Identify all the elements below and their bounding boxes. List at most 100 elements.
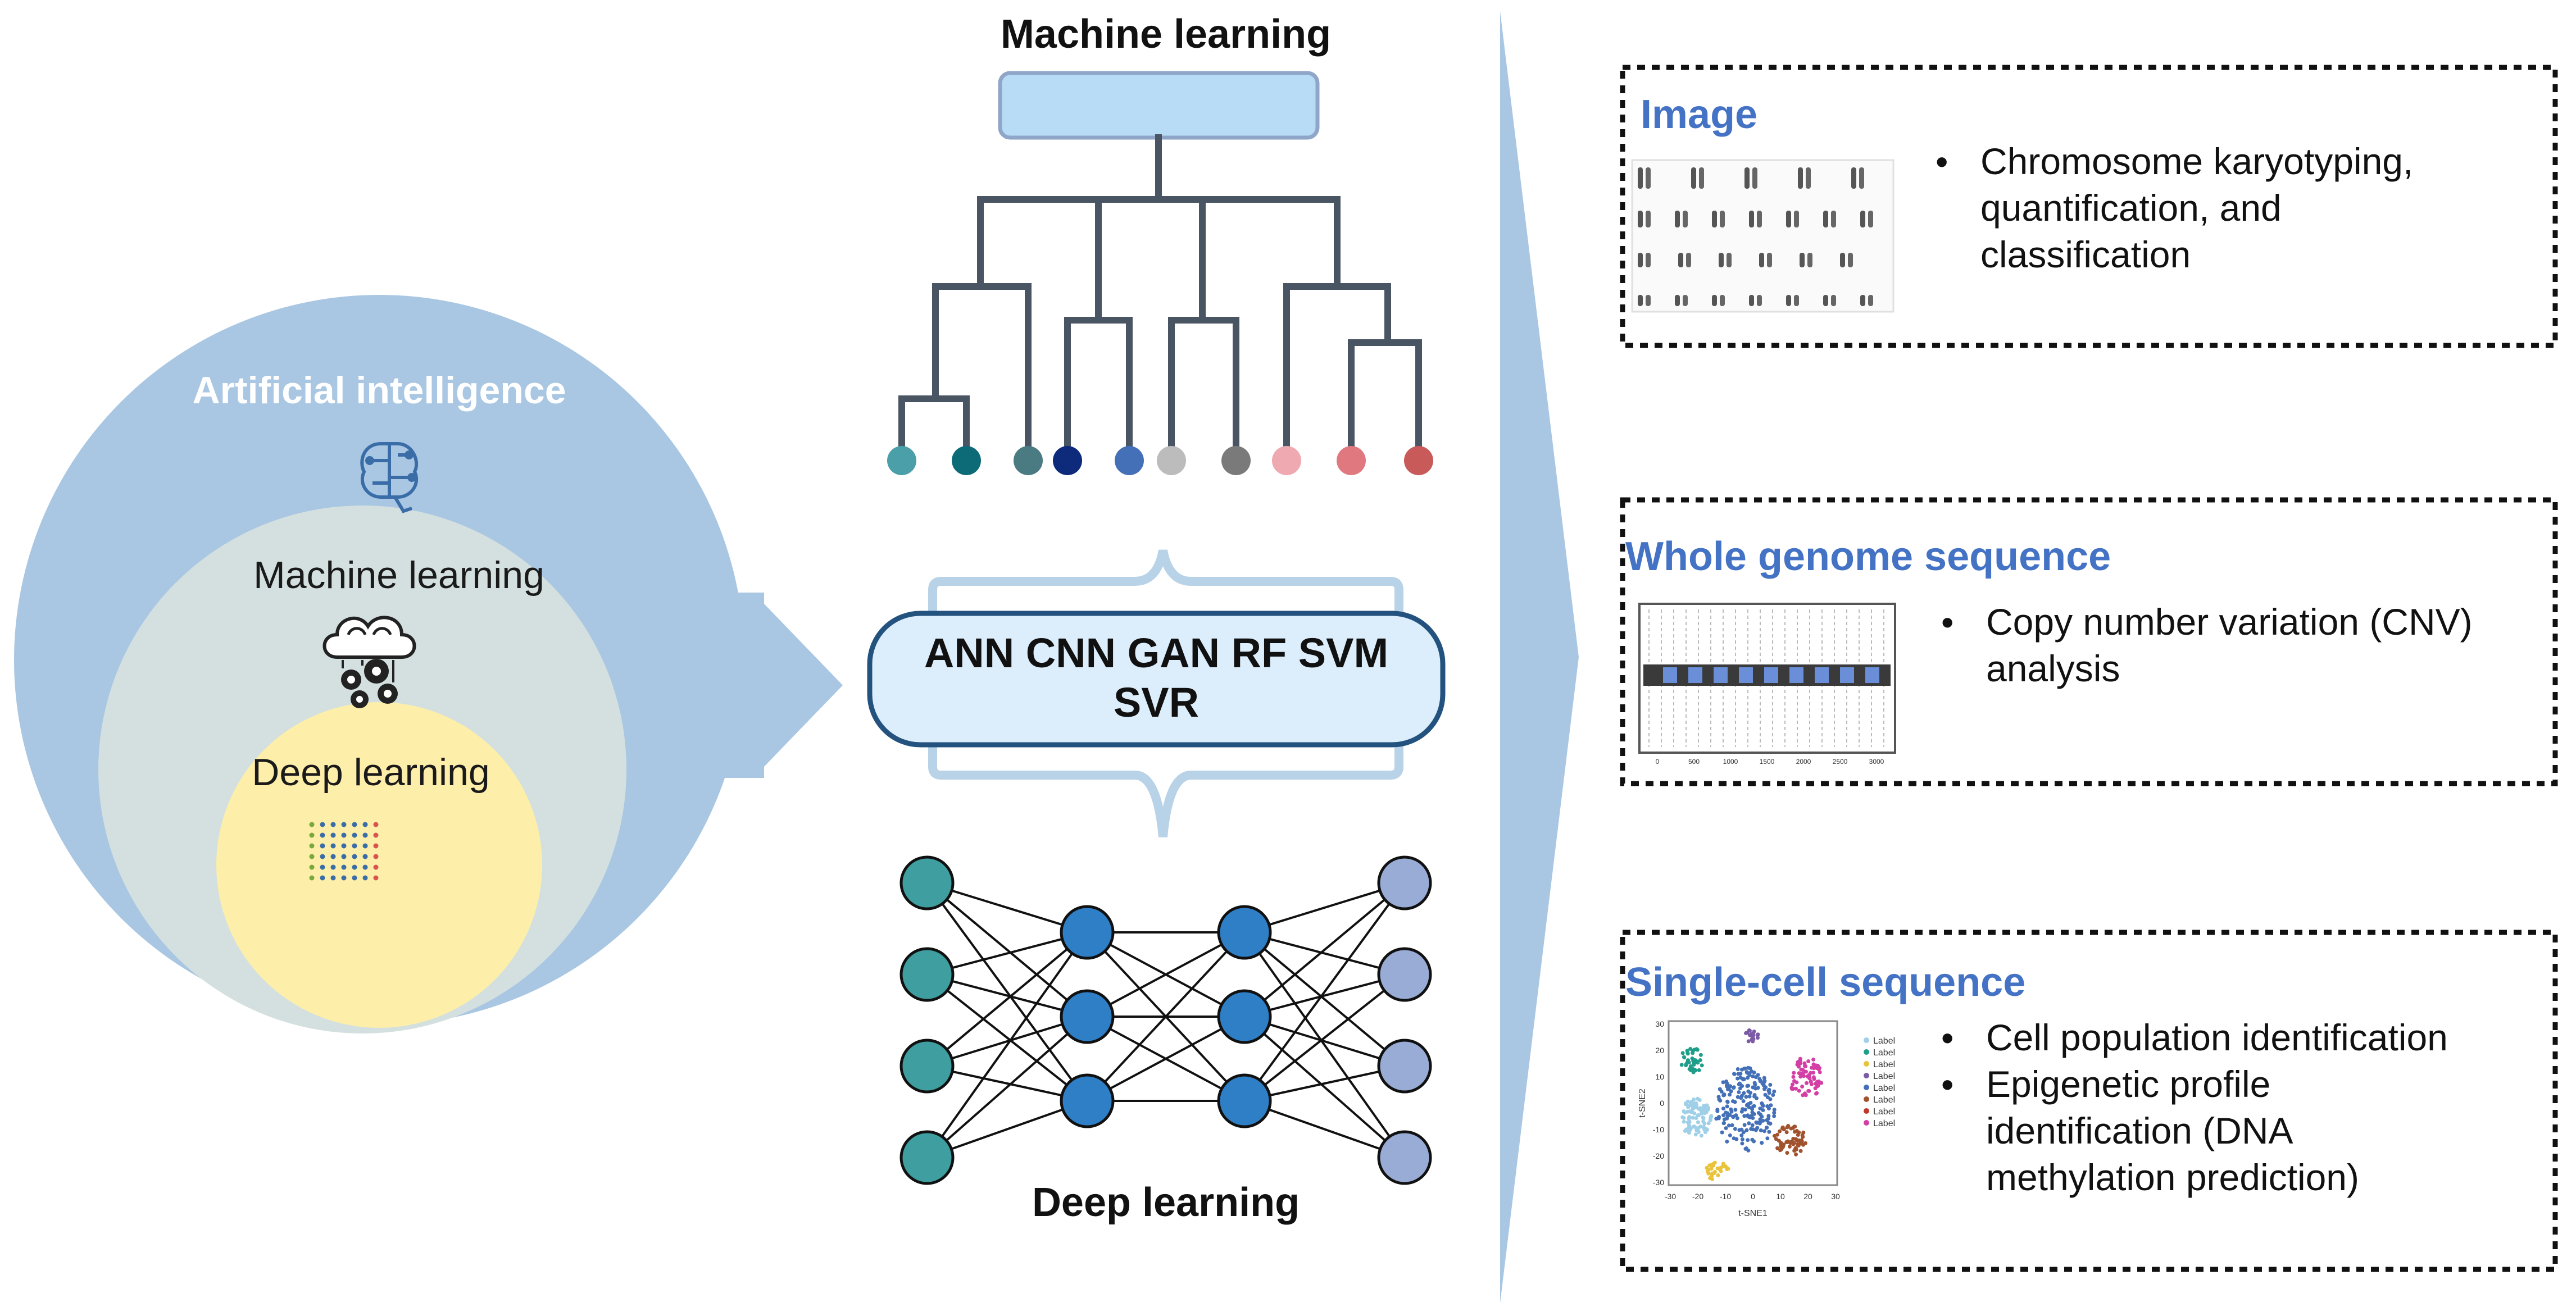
grid-dot [309, 864, 315, 870]
tsne-point [1740, 1083, 1744, 1088]
tsne-point [1812, 1077, 1816, 1081]
tsne-point [1702, 1111, 1707, 1115]
tsne-point [1690, 1110, 1694, 1114]
tsne-point [1687, 1060, 1691, 1064]
cnv-tick: 1500 [1760, 758, 1775, 766]
panel-title: Image [1641, 92, 1757, 137]
network-edge [926, 1065, 1088, 1102]
tsne-point [1735, 1076, 1740, 1081]
decision-tree [898, 134, 1422, 461]
grid-dot [320, 864, 325, 870]
tsne-ytick: -20 [1653, 1151, 1664, 1160]
tsne-xtick: -20 [1692, 1192, 1703, 1201]
tsne-point [1700, 1111, 1704, 1115]
tsne-point [1692, 1048, 1696, 1052]
tsne-point [1738, 1072, 1743, 1076]
chromosome [1806, 167, 1811, 189]
tsne-point [1716, 1095, 1721, 1099]
chromosome [1749, 211, 1754, 227]
network-edge [926, 973, 1088, 1018]
tsne-point [1760, 1081, 1765, 1086]
chromosome [1798, 167, 1803, 189]
grid-dot [373, 832, 379, 838]
tsne-xtick: 10 [1776, 1192, 1785, 1201]
tsne-point [1794, 1152, 1798, 1156]
legend-label: Label [1873, 1119, 1895, 1128]
cloud-gears-icon [322, 616, 416, 708]
tsne-point [1756, 1086, 1760, 1090]
tsne-point [1802, 1074, 1806, 1078]
legend-swatch [1864, 1073, 1869, 1078]
dl-section: Deep learning [899, 855, 1432, 1225]
tsne-point [1751, 1074, 1755, 1078]
tsne-point [1715, 1109, 1720, 1113]
network-edge [1244, 931, 1405, 976]
grid-dot [320, 822, 325, 827]
tsne-point [1766, 1121, 1771, 1125]
tsne-point [1683, 1129, 1687, 1133]
tsne-point [1800, 1085, 1805, 1089]
network-node [899, 855, 955, 910]
tsne-point [1797, 1089, 1801, 1093]
tsne-point [1791, 1082, 1795, 1087]
tsne-point [1702, 1121, 1707, 1126]
tsne-point [1811, 1057, 1816, 1062]
tsne-point [1772, 1108, 1777, 1112]
grid-dot [362, 843, 368, 849]
chromosome [1794, 295, 1799, 306]
tsne-point [1753, 1075, 1758, 1080]
tsne-point [1819, 1081, 1824, 1085]
tsne-point [1683, 1102, 1688, 1106]
cnv-segment [1865, 667, 1879, 683]
grid-dot [373, 854, 379, 859]
tsne-point [1810, 1065, 1814, 1070]
tsne-point [1762, 1076, 1766, 1080]
tsne-point [1747, 1033, 1752, 1037]
tsne-point [1747, 1114, 1751, 1119]
tsne-point [1697, 1068, 1701, 1072]
tsne-point [1806, 1059, 1811, 1063]
tsne-point [1702, 1127, 1707, 1132]
tsne-point [1689, 1100, 1694, 1104]
bullet-mark: • [1936, 142, 1948, 182]
legend-label: Label [1873, 1083, 1895, 1093]
tsne-point [1747, 1094, 1752, 1099]
tsne-point [1785, 1151, 1789, 1155]
tsne-point [1706, 1171, 1711, 1176]
grid-dot [362, 854, 368, 859]
tsne-point [1774, 1137, 1778, 1141]
chromosome [1744, 167, 1750, 189]
cnv-tick: 1000 [1723, 758, 1738, 766]
network-edge [1086, 931, 1246, 1102]
grid-dot [373, 822, 379, 827]
tsne-point [1803, 1069, 1808, 1074]
tsne-point [1691, 1058, 1696, 1063]
tsne-point [1741, 1099, 1746, 1103]
tsne-point [1780, 1126, 1784, 1131]
tsne-point [1735, 1116, 1739, 1121]
network-edge [1243, 882, 1406, 1018]
chromosome [1807, 253, 1812, 267]
tsne-point [1785, 1140, 1789, 1144]
chromosome [1678, 253, 1683, 267]
chromosome [1719, 253, 1724, 267]
tsne-point [1729, 1107, 1733, 1112]
tsne-point [1747, 1105, 1751, 1109]
ml-label: Machine learning [253, 554, 544, 596]
tsne-point [1800, 1138, 1804, 1142]
chromosome [1759, 253, 1764, 267]
network-edge [926, 882, 1088, 1102]
tsne-ytick: -10 [1653, 1125, 1664, 1134]
tsne-point [1735, 1095, 1740, 1099]
tsne-point [1742, 1114, 1747, 1118]
tsne-point [1691, 1070, 1696, 1074]
legend-swatch [1864, 1108, 1869, 1114]
network-node [899, 947, 955, 1002]
tsne-point [1737, 1128, 1742, 1132]
legend-label: Label [1873, 1048, 1895, 1058]
tsne-xtick: 30 [1831, 1192, 1840, 1201]
chromosome [1868, 211, 1873, 227]
tsne-point [1747, 1121, 1751, 1126]
tsne-point [1719, 1169, 1723, 1173]
tsne-point [1741, 1130, 1746, 1135]
